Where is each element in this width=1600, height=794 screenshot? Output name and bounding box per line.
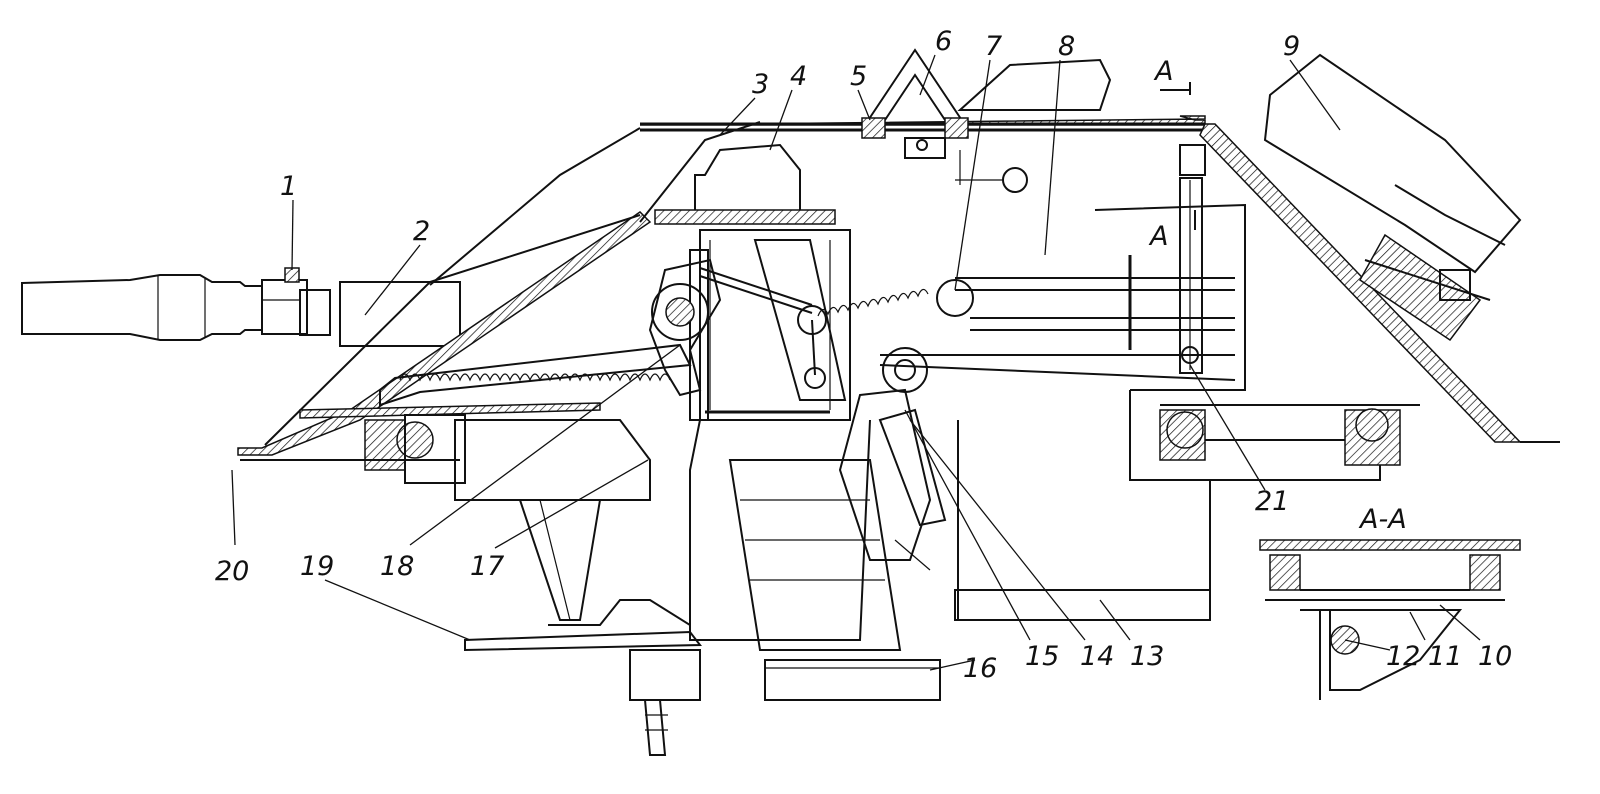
label-7: 7 <box>985 31 1002 62</box>
label-19: 19 <box>300 551 334 582</box>
label-14: 14 <box>1080 641 1114 672</box>
label-6: 6 <box>935 26 952 57</box>
label-15: 15 <box>1025 641 1059 672</box>
label-11: 11 <box>1428 641 1462 672</box>
leader-lines <box>231 54 1481 671</box>
label-2: 2 <box>413 216 430 247</box>
traverse-ring <box>240 404 1420 484</box>
section-a-a-detail <box>1259 539 1521 700</box>
label-12: 12 <box>1386 641 1420 672</box>
label-21: 21 <box>1255 486 1289 517</box>
callout-labels: 1 2 3 4 5 6 7 8 9 10 11 12 13 14 15 16 1… <box>215 26 1512 684</box>
label-5: 5 <box>850 61 867 92</box>
label-8: 8 <box>1058 31 1075 62</box>
label-18: 18 <box>380 551 414 582</box>
label-10: 10 <box>1478 641 1512 672</box>
label-1: 1 <box>280 171 297 202</box>
label-16: 16 <box>963 653 997 684</box>
section-arrow-label-side: A <box>1148 221 1168 252</box>
sight-head <box>861 48 1112 193</box>
section-arrow-a <box>1160 82 1196 230</box>
label-3: 3 <box>752 69 769 100</box>
sight-tube <box>21 267 461 347</box>
label-13: 13 <box>1130 641 1164 672</box>
gun-mount <box>654 143 902 651</box>
lower-ammo-box <box>764 589 1211 701</box>
label-4: 4 <box>790 61 807 92</box>
label-20: 20 <box>215 556 249 587</box>
firing-mechanism <box>838 347 947 571</box>
section-arrow-label-top: A <box>1153 56 1173 87</box>
section-view-title: A-A <box>1358 504 1407 535</box>
elevation-linkage <box>379 258 974 407</box>
sight-rods <box>879 144 1381 621</box>
turret-armor <box>237 115 1560 456</box>
seat-pedestal <box>454 419 702 756</box>
label-17: 17 <box>470 551 504 582</box>
label-9: 9 <box>1283 31 1300 62</box>
periscope <box>1263 53 1522 342</box>
